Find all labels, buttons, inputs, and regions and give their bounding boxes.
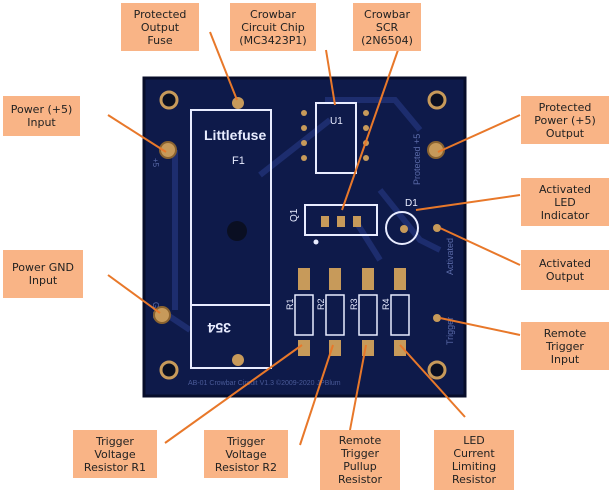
callout-protected-output-fuse: Protected Output Fuse [121,3,199,51]
callout-remote-pullup: Remote Trigger Pullup Resistor [320,430,400,490]
trigger-input-pad [433,314,441,322]
callout-crowbar-chip: Crowbar Circuit Chip (MC3423P1) [230,3,316,51]
led-outline [385,211,419,245]
callout-protected-power-output: Protected Power (+5) Output [521,96,609,144]
callout-crowbar-scr: Crowbar SCR (2N6504) [353,3,421,51]
fuse-top-pad [232,97,244,109]
activated-text: Activated [445,238,455,275]
callout-power-gnd-input: Power GND Input [3,250,83,298]
callout-trigger-r1: Trigger Voltage Resistor R1 [73,430,157,478]
r2-ref-text: R2 [316,298,326,310]
leader-lines [107,31,521,446]
callout-remote-trigger-input: Remote Trigger Input [521,322,609,370]
fuse-bottom-pad [232,354,244,366]
led-pad [400,225,408,233]
fuse-code-text: 354 [207,320,231,336]
activated-output-pad [433,224,441,232]
callout-trigger-r2: Trigger Voltage Resistor R2 [204,430,288,478]
protected-text: Protected +5 [412,134,422,185]
chip-u1-outline [315,102,357,174]
fuse-brand-text: Littlefuse [204,127,266,143]
scr-ref-text: Q1 [289,208,300,222]
scr-pads [321,216,361,227]
fuse-outline [190,109,272,369]
footer-text: AB-01 Crowbar Circuit V1.3 ©2009-2020 JP… [188,379,341,387]
power-input-terminal [159,141,177,159]
callout-activated-output: Activated Output [521,250,609,290]
resistor-bodies [294,294,410,336]
mounting-holes [159,90,447,380]
trigger-text: Trigger [445,317,455,345]
r4-ref-text: R4 [381,298,391,310]
scr-outline [304,204,378,236]
plus5-text: +5 [151,158,160,168]
callout-led-limit: LED Current Limiting Resistor [434,430,514,490]
chip-pads [301,110,369,161]
scr-gate-pad [313,239,319,245]
chip-ref-text: U1 [330,116,343,127]
r1-ref-text: R1 [285,298,295,310]
r3-ref-text: R3 [349,298,359,310]
callout-activated-led: Activated LED Indicator [521,178,609,226]
callout-power-input: Power (+5) Input [3,96,80,136]
led-ref-text: D1 [405,198,418,209]
fuse-ref-text: F1 [232,155,245,167]
fuse-hole [227,221,247,241]
